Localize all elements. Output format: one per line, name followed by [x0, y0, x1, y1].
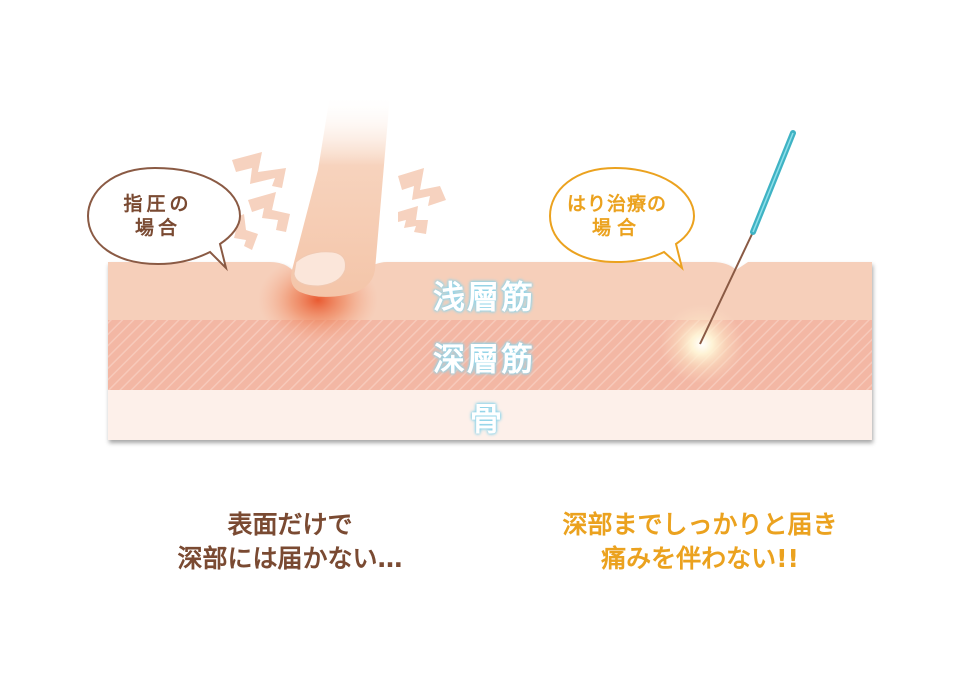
- needle-tip-glow: [660, 304, 744, 384]
- left-caption-line1: 表面だけで: [227, 510, 353, 539]
- left-bubble-line1: 指圧の: [123, 193, 193, 215]
- left-bubble-line2: 場合: [134, 217, 181, 239]
- superficial-muscle-label: 浅層筋: [433, 278, 536, 316]
- right-speech-bubble: [548, 166, 696, 271]
- pain-burst-right: [398, 168, 446, 234]
- right-caption-line2: 痛みを伴わない!!: [601, 544, 799, 573]
- right-bubble-text: はり治療の 場合: [560, 192, 674, 240]
- bone-label: 骨: [470, 400, 505, 438]
- deep-muscle-layer: [108, 320, 872, 390]
- left-caption-line2: 深部には届かない…: [177, 544, 403, 573]
- right-bubble-line2: 場合: [591, 217, 642, 239]
- left-caption: 表面だけで 深部には届かない…: [140, 508, 440, 576]
- finger: [291, 95, 390, 297]
- bone-layer: [108, 390, 872, 440]
- left-speech-bubble: [86, 166, 242, 272]
- left-bubble-text: 指圧の 場合: [112, 192, 204, 240]
- right-caption: 深部までしっかりと届き 痛みを伴わない!!: [540, 508, 860, 576]
- acupuncture-needle: [699, 130, 796, 345]
- right-caption-line1: 深部までしっかりと届き: [562, 510, 838, 539]
- fingernail: [293, 251, 346, 287]
- right-bubble-line1: はり治療の: [566, 193, 667, 215]
- deep-muscle-label: 深層筋: [433, 340, 536, 378]
